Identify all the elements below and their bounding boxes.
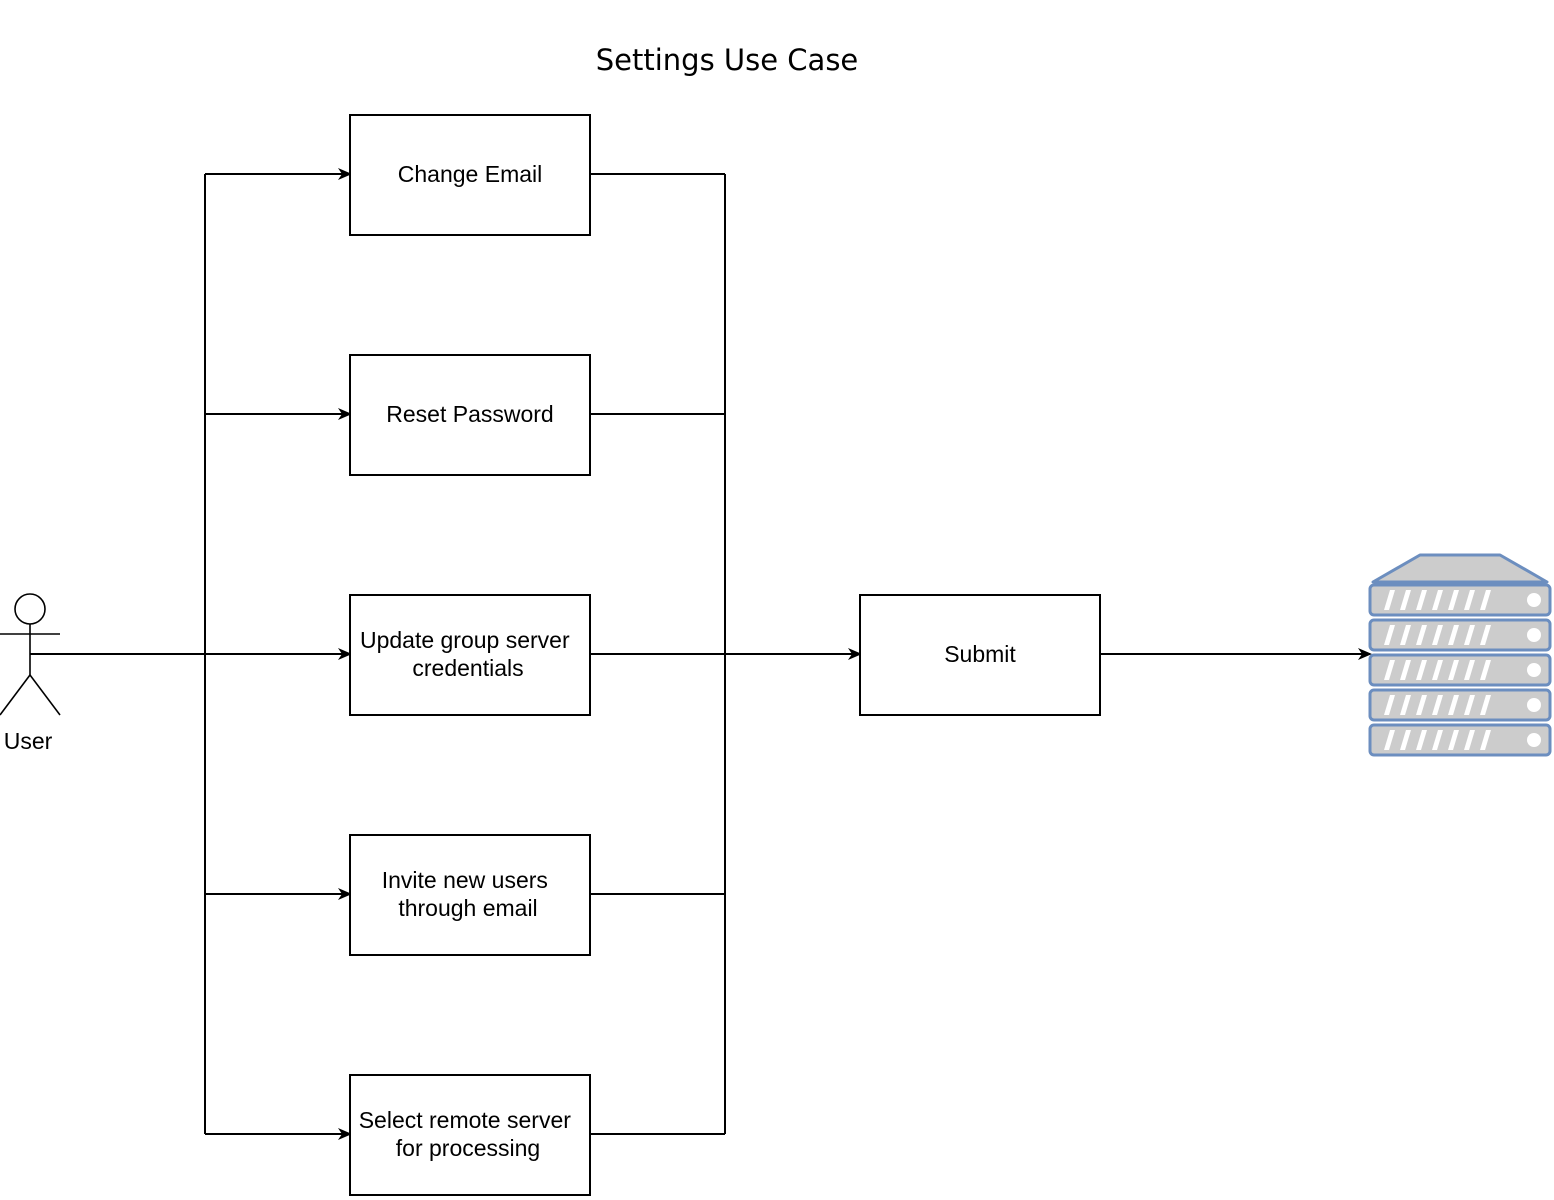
server-vent-slot bbox=[1384, 695, 1395, 715]
server-vent-slot bbox=[1416, 730, 1427, 750]
use-case-box bbox=[349, 114, 591, 236]
use-case-label: Change Email bbox=[398, 161, 542, 187]
server-vent-slot bbox=[1400, 660, 1411, 680]
actor-leg-left bbox=[0, 674, 31, 716]
use-case-box bbox=[349, 834, 591, 956]
server-vent-slot bbox=[1384, 730, 1395, 750]
use-case-label-line: Reset Password bbox=[386, 401, 553, 427]
submit-rect bbox=[859, 594, 1101, 716]
server-vent-slot bbox=[1464, 625, 1475, 645]
actor-label: User bbox=[4, 728, 53, 754]
server-vent-slot bbox=[1400, 730, 1411, 750]
use-case-change-email[interactable]: Change Email bbox=[349, 114, 591, 236]
server-status-led bbox=[1527, 698, 1541, 712]
server-vent-slot bbox=[1400, 625, 1411, 645]
server-unit bbox=[1368, 618, 1552, 652]
use-case-label: Reset Password bbox=[386, 401, 553, 427]
use-case-label: Select remote server for processing bbox=[359, 1107, 578, 1161]
server-vent-slot bbox=[1400, 695, 1411, 715]
server-unit bbox=[1368, 653, 1552, 687]
server-vent-slot bbox=[1464, 590, 1475, 610]
actor-leg-right bbox=[29, 674, 61, 716]
server-vent-slot bbox=[1448, 695, 1459, 715]
server-vent-slot bbox=[1384, 660, 1395, 680]
server-vent-slot bbox=[1416, 590, 1427, 610]
server-status-led bbox=[1527, 733, 1541, 747]
server-vent-slot bbox=[1432, 730, 1443, 750]
use-case-update-credentials[interactable]: Update group server credentials bbox=[349, 594, 591, 716]
use-case-box bbox=[349, 354, 591, 476]
server-unit bbox=[1368, 583, 1552, 617]
server-vent-slot bbox=[1480, 625, 1491, 645]
use-case-box bbox=[349, 1074, 591, 1196]
server-rack-icon bbox=[1368, 553, 1552, 757]
server-vent-slot bbox=[1464, 730, 1475, 750]
server-vent-slot bbox=[1384, 625, 1395, 645]
server-vent-slot bbox=[1448, 730, 1459, 750]
server-unit bbox=[1368, 723, 1552, 757]
server-status-led bbox=[1527, 593, 1541, 607]
use-case-label-line: for processing bbox=[396, 1135, 540, 1161]
server-vent-slot bbox=[1480, 590, 1491, 610]
server-vent-slot bbox=[1448, 660, 1459, 680]
submit-connectors bbox=[590, 173, 862, 1135]
server-vent-slot bbox=[1464, 660, 1475, 680]
actor-head bbox=[14, 593, 46, 625]
server-vent-slot bbox=[1448, 625, 1459, 645]
server-vent-slot bbox=[1432, 660, 1443, 680]
server-vent-slot bbox=[1384, 590, 1395, 610]
server-status-led bbox=[1527, 663, 1541, 677]
server-vent-slot bbox=[1448, 590, 1459, 610]
submit-box[interactable]: Submit bbox=[859, 594, 1101, 716]
use-case-reset-password[interactable]: Reset Password bbox=[349, 354, 591, 476]
server-vent-slot bbox=[1432, 625, 1443, 645]
use-case-label-line: Invite new users bbox=[382, 867, 548, 893]
use-case-label-line: through email bbox=[398, 895, 537, 921]
use-case-label-line: credentials bbox=[412, 655, 523, 681]
server-unit bbox=[1368, 688, 1552, 722]
server-vent-slot bbox=[1432, 695, 1443, 715]
server-vent-slot bbox=[1480, 660, 1491, 680]
server-vent-slot bbox=[1432, 590, 1443, 610]
server-vent-slot bbox=[1416, 695, 1427, 715]
use-case-box bbox=[349, 594, 591, 716]
server-top-cap bbox=[1371, 553, 1549, 584]
use-case-label-line: Update group server bbox=[360, 627, 570, 653]
use-case-invite-users[interactable]: Invite new users through email bbox=[349, 834, 591, 956]
server-vent-slot bbox=[1416, 625, 1427, 645]
use-case-label-line: Change Email bbox=[398, 161, 542, 187]
actor-connectors bbox=[30, 168, 352, 1140]
server-status-led bbox=[1527, 628, 1541, 642]
server-vent-slot bbox=[1464, 695, 1475, 715]
server-vent-slot bbox=[1480, 695, 1491, 715]
server-vent-slot bbox=[1416, 660, 1427, 680]
user-actor[interactable] bbox=[0, 593, 61, 716]
use-case-label-line: Select remote server bbox=[359, 1107, 572, 1133]
diagram-title: Settings Use Case bbox=[596, 43, 859, 77]
submit-label: Submit bbox=[944, 641, 1016, 667]
server-vent-slot bbox=[1480, 730, 1491, 750]
use-case-label: Update group server credentials bbox=[360, 627, 576, 681]
server-vent-slot bbox=[1400, 590, 1411, 610]
use-case-select-server[interactable]: Select remote server for processing bbox=[349, 1074, 591, 1196]
use-case-label: Invite new users through email bbox=[382, 867, 555, 921]
